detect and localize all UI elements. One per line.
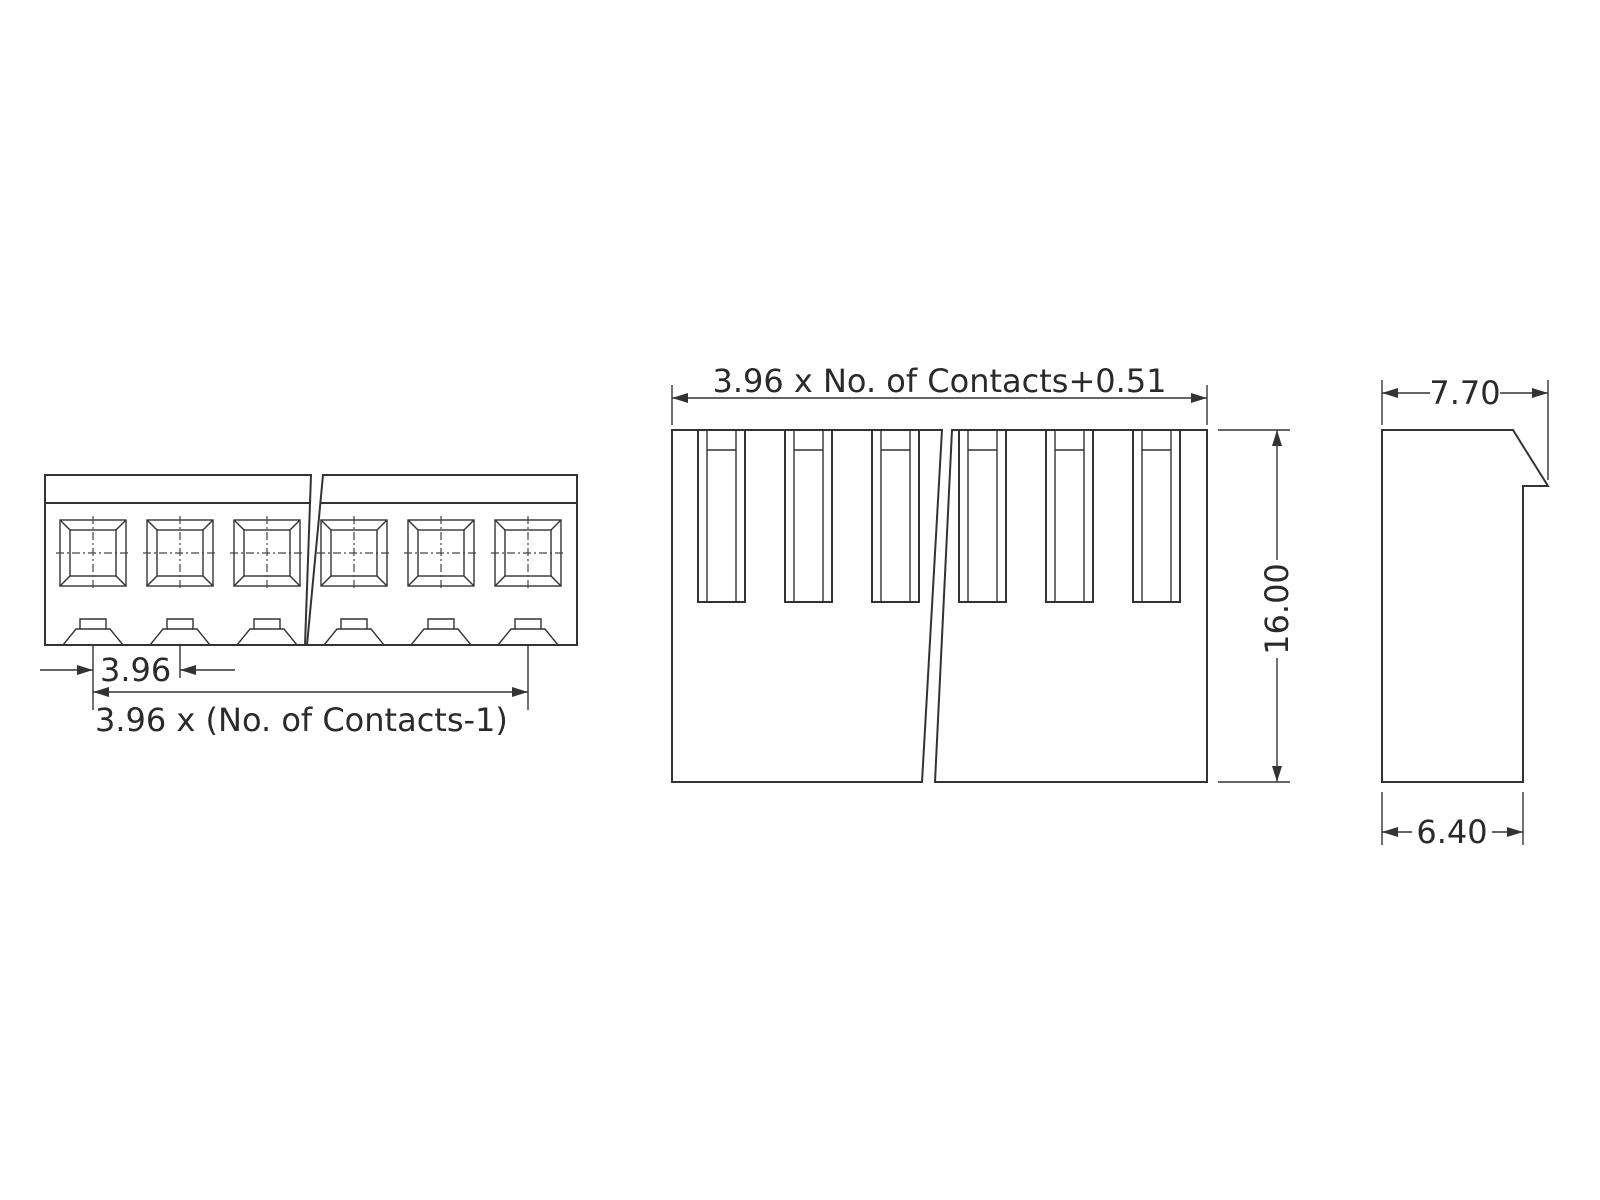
- contact-slot: [1045, 429, 1094, 603]
- contact-cavity: [316, 515, 392, 591]
- contact-slot: [697, 429, 746, 603]
- top-depth-label: 7.70: [1429, 374, 1500, 412]
- terminal-foot: [410, 618, 472, 646]
- contact-slot: [871, 429, 920, 603]
- housing-left-part: [671, 429, 944, 783]
- contact-cavity: [229, 515, 305, 591]
- front-view: 3.96 3.96 x (No. of Contacts-1): [40, 474, 578, 739]
- overall-width-label: 3.96 x No. of Contacts+0.51: [712, 362, 1166, 400]
- side-view: 3.96 x No. of Contacts+0.51 16.00: [671, 362, 1296, 783]
- pitch-label: 3.96: [100, 651, 171, 689]
- housing-right-part: [305, 474, 578, 646]
- contact-slot: [958, 429, 1007, 603]
- overall-width-dimension: 3.96 x No. of Contacts+0.51: [671, 362, 1208, 425]
- end-profile: [1381, 429, 1550, 783]
- contact-slot: [1132, 429, 1181, 603]
- terminal-foot: [149, 618, 211, 646]
- height-dimension: 16.00: [1218, 429, 1296, 783]
- housing-right-part: [933, 429, 1208, 783]
- pitch-dimension: 3.96: [40, 651, 235, 689]
- contact-cavity: [142, 515, 218, 591]
- pitch-span-label: 3.96 x (No. of Contacts-1): [95, 701, 508, 739]
- contact-cavity: [403, 515, 479, 591]
- bottom-depth-dimension: 6.40: [1381, 792, 1524, 851]
- terminal-foot: [497, 618, 559, 646]
- top-depth-dimension: 7.70: [1381, 374, 1549, 480]
- contact-slot: [784, 429, 833, 603]
- terminal-foot: [62, 618, 124, 646]
- end-view: 7.70 6.40: [1381, 374, 1550, 851]
- terminal-foot: [323, 618, 385, 646]
- height-label: 16.00: [1258, 563, 1296, 655]
- contact-cavity: [490, 515, 566, 591]
- terminal-foot: [236, 618, 298, 646]
- bottom-depth-label: 6.40: [1416, 813, 1487, 851]
- housing-left-part: [44, 474, 313, 646]
- contact-cavity: [55, 515, 131, 591]
- pitch-span-dimension: 3.96 x (No. of Contacts-1): [93, 687, 528, 739]
